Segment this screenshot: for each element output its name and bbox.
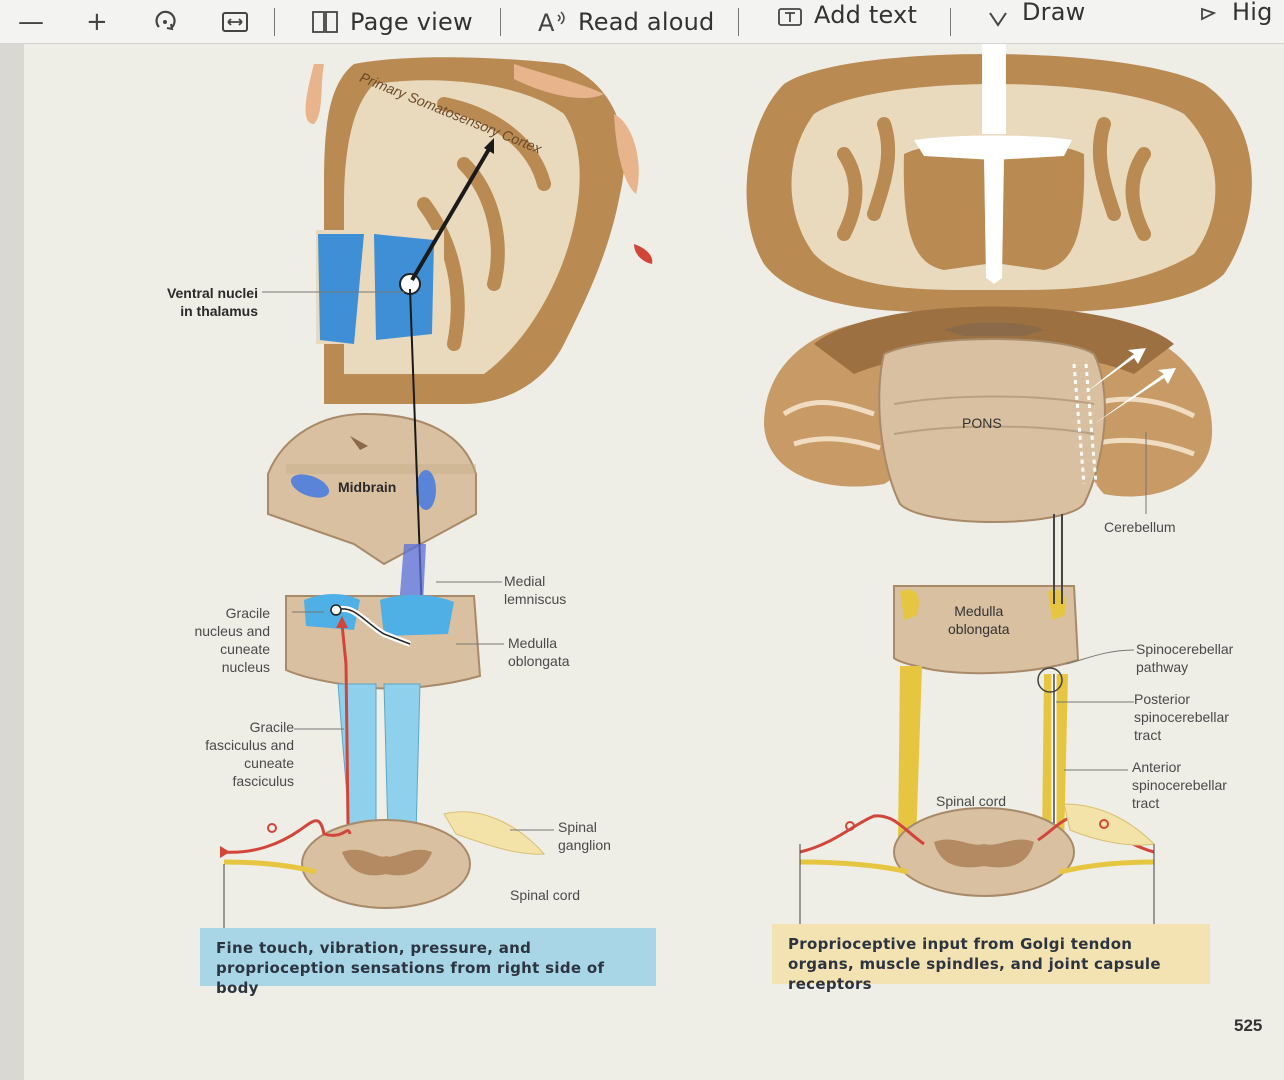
left-figure-drawing [220, 57, 652, 932]
page-view-label: Page view [350, 8, 473, 36]
zoom-out-button[interactable]: — [18, 0, 44, 44]
read-aloud-icon: A [536, 7, 568, 37]
page-number: 525 [1234, 1016, 1262, 1036]
label-spinal-cord-left: Spinal cord [510, 886, 580, 904]
highlight-button[interactable]: Hig [1196, 0, 1273, 44]
label-midbrain: Midbrain [338, 478, 396, 496]
fit-width-icon [220, 7, 250, 37]
add-text-button[interactable]: Add text [776, 0, 917, 44]
svg-text:A: A [538, 9, 555, 37]
fit-width-button[interactable] [220, 0, 250, 44]
label-gracile-fasciculus: Gracile fasciculus and cuneate fasciculu… [174, 718, 294, 790]
zoom-in-button[interactable]: + [86, 0, 108, 44]
plus-icon: + [86, 7, 108, 37]
draw-button[interactable]: Draw [986, 0, 1085, 44]
toolbar-divider [950, 8, 951, 36]
label-anterior-tract: Anterior spinocerebellar tract [1132, 758, 1227, 812]
minus-icon: — [18, 7, 44, 37]
label-pons: PONS [962, 414, 1002, 432]
posterior-column [898, 666, 922, 844]
add-text-icon [776, 7, 804, 37]
rotate-icon [150, 7, 180, 37]
page-view-icon [310, 7, 340, 37]
cuneate-fasciculus [384, 684, 420, 834]
label-medulla-right: Medulla oblongata [948, 602, 1010, 638]
page-view-button[interactable]: Page view [310, 0, 473, 44]
highlight-icon [1196, 7, 1222, 37]
textbook-page: Primary Somatosensory Cortex Ventral nuc… [24, 44, 1284, 1080]
label-posterior-tract: Posterior spinocerebellar tract [1134, 690, 1229, 744]
highlight-label: Hig [1232, 0, 1273, 26]
read-aloud-button[interactable]: A Read aloud [536, 0, 714, 44]
label-medial-lemniscus: Medial lemniscus [504, 572, 566, 608]
label-spinal-cord-right: Spinal cord [936, 792, 1006, 810]
toolbar-divider [500, 8, 501, 36]
caption-right: Proprioceptive input from Golgi tendon o… [772, 924, 1210, 984]
label-spinal-ganglion: Spinal ganglion [558, 818, 611, 854]
toolbar-divider [738, 8, 739, 36]
draw-label: Draw [1022, 0, 1085, 26]
read-aloud-label: Read aloud [578, 8, 714, 36]
label-ventral-nuclei: Ventral nuclei in thalamus [134, 284, 258, 320]
reader-toolbar: — + Page view A Read aloud [0, 0, 1284, 44]
label-spinocerebellar-pathway: Spinocerebellar pathway [1136, 640, 1233, 676]
caption-left: Fine touch, vibration, pressure, and pro… [200, 928, 656, 986]
add-text-label: Add text [814, 1, 917, 29]
label-cerebellum: Cerebellum [1104, 518, 1176, 536]
toolbar-divider [274, 8, 275, 36]
chevron-down-icon [986, 7, 1012, 37]
label-medulla-left: Medulla oblongata [508, 634, 570, 670]
label-gracile-nucleus: Gracile nucleus and cuneate nucleus [158, 604, 270, 676]
gracile-fasciculus [338, 684, 376, 834]
rotate-button[interactable] [150, 0, 180, 44]
